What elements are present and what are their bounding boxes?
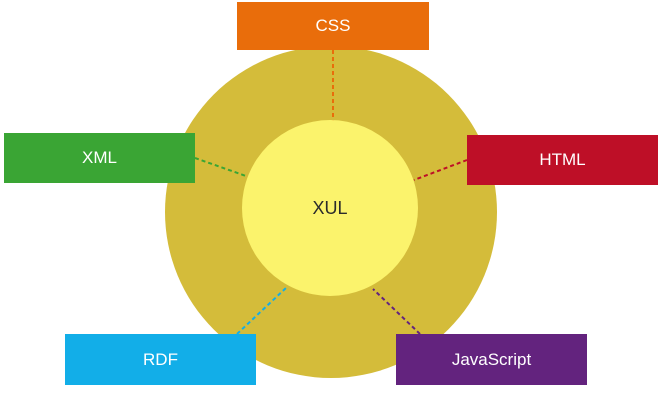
core-label: XUL: [312, 197, 348, 218]
box-xml-label: XML: [82, 148, 117, 167]
box-rdf: RDF: [65, 334, 256, 385]
connector-rdf: [236, 286, 288, 335]
connector-html: [413, 159, 468, 181]
box-javascript: JavaScript: [396, 334, 587, 385]
connector-javascript: [372, 288, 421, 335]
xul-core: XUL: [242, 120, 418, 296]
box-css-label: CSS: [315, 16, 351, 35]
box-xml: XML: [4, 133, 195, 183]
connector-xml: [194, 157, 247, 177]
box-javascript-label: JavaScript: [451, 349, 532, 369]
box-rdf-label: RDF: [143, 349, 178, 369]
box-html-label: HTML: [539, 150, 586, 169]
box-css: CSS: [237, 2, 429, 50]
box-html: HTML: [467, 135, 658, 185]
